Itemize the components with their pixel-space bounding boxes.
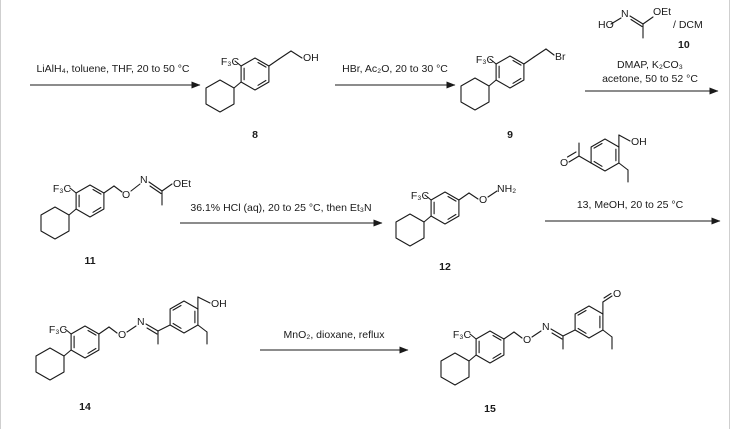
compound-15: F₃C O N O 15 <box>440 288 621 415</box>
compound-number-9: 9 <box>507 129 513 141</box>
c12-o-label: O <box>479 194 487 206</box>
step-4-conditions: 36.1% HCl (aq), 20 to 25 °C, then Et₃N <box>190 202 371 214</box>
c15-cf3-label: F₃C <box>453 329 472 341</box>
step-3-conditions-line2: acetone, 50 to 52 °C <box>602 73 698 85</box>
c14-o-label: O <box>118 329 126 341</box>
compound-number-11: 11 <box>84 255 95 267</box>
c14-cf3-label: F₃C <box>49 324 68 336</box>
compound-number-15: 15 <box>484 403 496 415</box>
compound-number-14: 14 <box>79 401 91 413</box>
r10-n-label: N <box>621 8 629 20</box>
reagent-13: OH O <box>560 134 647 183</box>
c14-oh-label: OH <box>211 298 227 310</box>
c11-n-label: N <box>140 174 148 186</box>
step-2-conditions: HBr, Ac₂O, 20 to 30 °C <box>342 63 448 75</box>
compound-number-10: 10 <box>678 39 690 51</box>
c11-oet-label: OEt <box>173 178 191 190</box>
compound-8: F₃C OH 8 <box>205 50 319 141</box>
compound-14: F₃C O N OH 14 <box>35 296 227 413</box>
compound-number-12: 12 <box>439 261 451 273</box>
r10-oet-label: OEt <box>653 6 671 18</box>
c15-aldehyde-o-label: O <box>613 288 621 300</box>
c14-n-label: N <box>137 316 145 328</box>
c12-nh2-label: NH₂ <box>497 183 516 195</box>
compound-11: F₃C O N OEt 11 <box>40 174 191 267</box>
compound-number-8: 8 <box>252 129 258 141</box>
r10-ho-label: HO <box>598 19 614 31</box>
compound-9: F₃C Br 9 <box>460 48 566 141</box>
c9-br-label: Br <box>555 51 566 63</box>
c8-oh-label: OH <box>303 52 319 64</box>
step-6-conditions: MnO₂, dioxane, reflux <box>284 329 386 341</box>
compound-12: F₃C O NH₂ 12 <box>395 183 516 273</box>
c8-cf3-label: F₃C <box>221 56 240 68</box>
c12-cf3-label: F₃C <box>411 190 430 202</box>
reagent-10: HO N OEt / DCM 10 <box>598 6 703 51</box>
c11-o-label: O <box>122 189 130 201</box>
step-1-conditions: LiAlH₄, toluene, THF, 20 to 50 °C <box>36 63 189 75</box>
c11-cf3-label: F₃C <box>53 183 72 195</box>
r10-solvent-label: / DCM <box>673 19 703 31</box>
r13-carbonyl-o-label: O <box>560 157 568 169</box>
step-3-conditions-line1: DMAP, K₂CO₃ <box>617 59 683 71</box>
c9-cf3-label: F₃C <box>476 54 495 66</box>
step-5-conditions: 13, MeOH, 20 to 25 °C <box>577 199 684 211</box>
c15-o-label: O <box>523 334 531 346</box>
c15-n-label: N <box>542 321 550 333</box>
r13-oh-label: OH <box>631 136 647 148</box>
